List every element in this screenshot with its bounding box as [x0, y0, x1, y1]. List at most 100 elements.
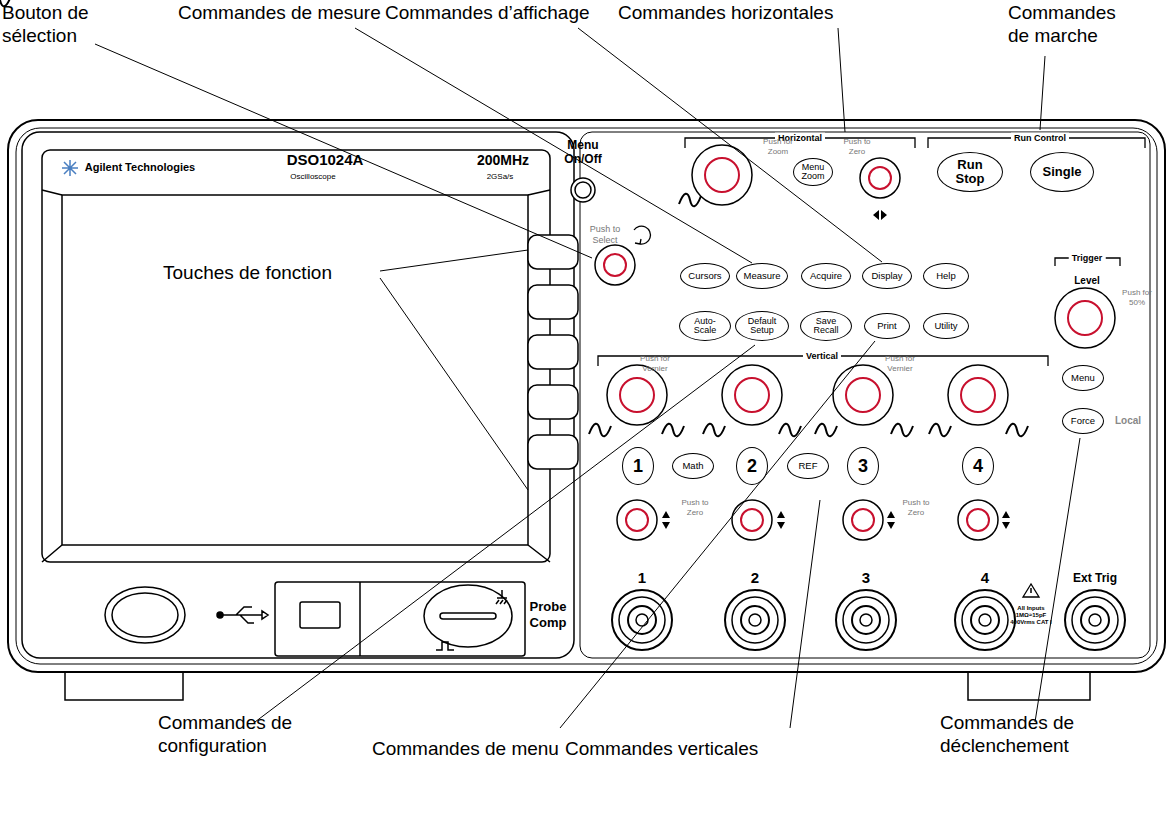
panel-button: Help	[923, 263, 969, 289]
wave-symbols	[779, 424, 801, 437]
power-button	[105, 587, 185, 643]
panel-label: Ext Trig	[1073, 571, 1117, 585]
menu-onoff-button	[575, 182, 591, 198]
wave-symbols	[662, 424, 684, 437]
housing	[22, 132, 574, 658]
knobs	[722, 365, 782, 425]
menu-onoff-button	[571, 178, 595, 202]
panel-button: Run Stop	[937, 152, 1003, 192]
panel-label: 4	[981, 569, 989, 587]
callout-label: Commandes de déclenchement	[940, 712, 1100, 758]
knobs	[1055, 288, 1115, 348]
button-text: 2	[747, 457, 757, 476]
leader-lines	[578, 28, 882, 262]
knobs	[958, 500, 998, 540]
knobs	[595, 145, 1115, 540]
leader-lines	[95, 44, 592, 258]
panel-button: Display	[862, 263, 912, 289]
panel-button: Measure	[736, 263, 788, 289]
power-button	[112, 593, 178, 637]
leader-lines	[838, 28, 845, 132]
menu-onoff-button	[571, 178, 595, 202]
panel-label: Probe Comp	[528, 599, 568, 630]
select-rotate-icon	[635, 239, 641, 244]
button-text: Auto-Scale	[684, 317, 726, 336]
button-text: Default Setup	[740, 317, 784, 336]
panel-label: Vertical	[803, 351, 841, 362]
panel-label: Run Control	[1011, 133, 1069, 144]
panel-label: Push to Zero	[898, 498, 934, 517]
leader-lines	[355, 28, 752, 263]
callout-label: Bouton de sélection	[2, 2, 142, 48]
panel-label: 1	[638, 569, 646, 587]
feet	[65, 670, 1090, 700]
panel-label: DSO1024A	[287, 151, 364, 169]
usb-port	[359, 582, 361, 656]
panel-label: Menu On/Off	[558, 138, 608, 167]
panel-button: Acquire	[801, 263, 851, 289]
leader-lines	[380, 278, 528, 490]
probe-comp	[424, 585, 512, 650]
knobs	[843, 500, 883, 540]
usb-port	[217, 582, 525, 656]
wave-symbols	[0, 0, 1028, 436]
panel-button: 3	[847, 447, 879, 485]
arrow-symbols	[662, 210, 1010, 529]
bnc-connectors	[1065, 590, 1125, 650]
wave-symbols	[929, 424, 951, 437]
knobs	[732, 500, 772, 540]
housing	[8, 120, 1165, 672]
panel-button: Auto-Scale	[679, 311, 731, 341]
button-text: Display	[871, 271, 902, 281]
panel-button: Default Setup	[735, 311, 789, 341]
warning-triangle	[1023, 584, 1039, 597]
warning-triangle	[1023, 584, 1039, 597]
button-text: Help	[936, 271, 956, 281]
button-text: Single	[1042, 165, 1081, 179]
leader-lines	[255, 345, 755, 722]
panel-button: Math	[672, 453, 714, 479]
panel-button: Print	[864, 313, 910, 339]
arrow-symbols	[1002, 511, 1010, 529]
panel-button: 2	[736, 447, 768, 485]
button-text: Math	[682, 461, 703, 471]
panel-label: Oscilloscope	[290, 172, 335, 182]
usb-port	[217, 612, 223, 618]
leader-lines	[1040, 56, 1045, 130]
callout-label: Commandes verticales	[565, 738, 758, 761]
usb-port	[300, 602, 340, 628]
panel-label: Push for 50%	[1121, 288, 1153, 307]
panel-label: Push for Zoom	[756, 137, 800, 156]
wave-symbols	[589, 424, 611, 437]
button-text: Cursors	[688, 271, 721, 281]
knobs	[948, 365, 1008, 425]
panel-label: All Inputs 1MΩ≈15pF 400Vrms CAT I	[1009, 605, 1053, 627]
knobs	[607, 365, 667, 425]
select-rotate-icon	[634, 226, 650, 244]
softkeys	[528, 385, 578, 419]
panel-label: Level	[1074, 275, 1100, 287]
knobs	[617, 500, 657, 540]
housing	[580, 132, 1150, 658]
wave-symbols	[679, 194, 701, 207]
select-rotate-icon	[634, 226, 650, 244]
arrow-symbols	[662, 511, 670, 529]
button-text: Measure	[744, 271, 781, 281]
bnc-connectors	[836, 590, 896, 650]
button-text: Save Recall	[805, 317, 847, 336]
panel-button: 1	[622, 447, 654, 485]
panel-label: Push to Zero	[675, 498, 715, 517]
warning-triangle	[1030, 588, 1032, 593]
usb-port	[275, 582, 525, 656]
panel-button: REF	[787, 453, 829, 479]
callout-label: Commandes horizontales	[618, 2, 833, 25]
arrow-symbols	[873, 210, 887, 220]
power-button	[105, 587, 185, 643]
button-text: 4	[973, 457, 983, 476]
bnc-connectors	[955, 590, 1015, 650]
probe-comp	[496, 590, 507, 604]
wave-symbols	[1006, 424, 1028, 437]
screen	[42, 150, 550, 562]
feet	[968, 670, 1090, 700]
